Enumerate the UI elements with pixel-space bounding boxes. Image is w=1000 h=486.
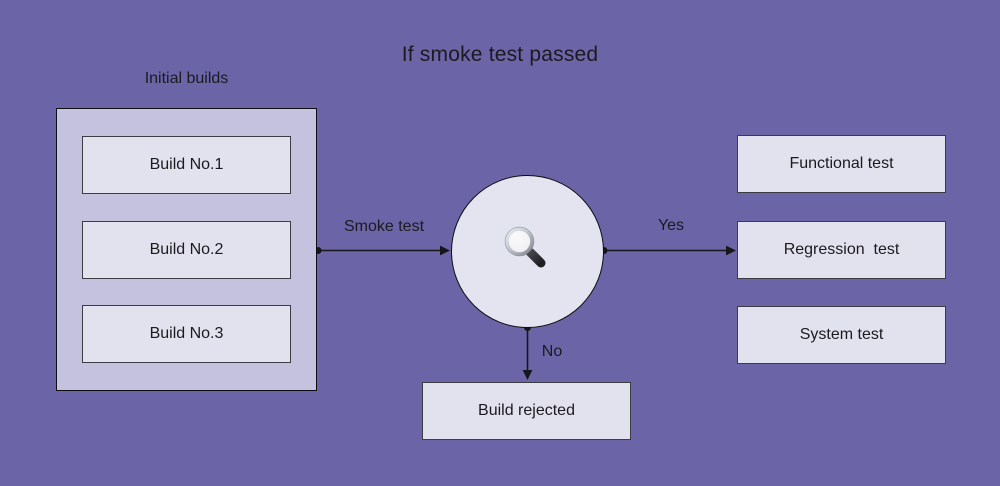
build-2-node: Build No.2 [82,220,291,279]
build-3-node: Build No.3 [82,305,291,363]
build-2-label: Build No.2 [149,240,224,258]
initial-builds-label: Initial builds [144,70,229,87]
functional-test-label: Functional test [789,155,894,172]
yes-edge-label: Yes [657,217,685,234]
build-rejected-node: Build rejected [422,382,631,440]
diagram-title: If smoke test passed [401,43,599,66]
edge-no [522,324,533,380]
regression-test-node: Regression test [737,221,946,279]
system-test-label: System test [799,326,884,343]
regression-test-label: Regression test [783,241,900,258]
decision-circle [451,175,604,328]
build-1-node: Build No.1 [82,136,291,194]
functional-test-node: Functional test [737,135,946,193]
initial-builds-group: Build No.1 Build No.2 Build No.3 [56,108,317,391]
no-edge-label: No [541,343,563,360]
build-rejected-label: Build rejected [478,402,575,419]
smoke-test-edge-label: Smoke test [343,218,425,235]
edge-yes [600,245,736,256]
build-1-label: Build No.1 [149,156,224,173]
magnifier-icon [504,226,545,267]
edge-smoke-test [314,245,450,256]
system-test-node: System test [737,306,946,364]
build-3-label: Build No.3 [149,325,224,342]
